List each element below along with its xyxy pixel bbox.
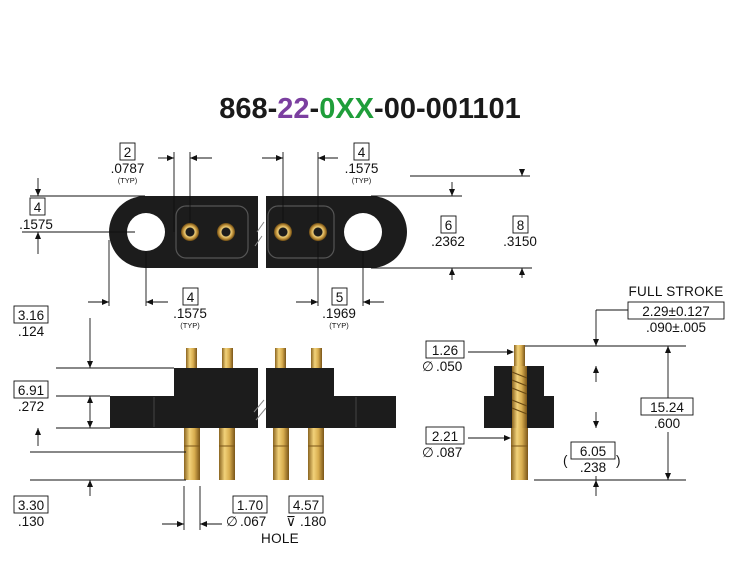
barrel-in: .087 — [436, 445, 462, 460]
last-typ: (TYP) — [329, 321, 349, 330]
body-mm: 6 — [445, 218, 453, 233]
end-typ: (TYP) — [352, 176, 372, 185]
hole-depth-in: .180 — [300, 514, 326, 529]
top-view-recess-right — [267, 205, 335, 259]
overall-mm: 8 — [517, 218, 525, 233]
ref-paren-left: ( — [563, 453, 568, 468]
part-number-prefix: 868- — [219, 93, 277, 125]
front-top-mm: 3.16 — [18, 308, 44, 323]
front-tail-mm: 3.30 — [18, 498, 44, 513]
barrel-mm: 2.21 — [432, 429, 458, 444]
pin-contact — [309, 223, 327, 241]
part-number-variant: 0XX — [319, 93, 374, 125]
break-mark — [254, 221, 265, 247]
front-top-in: .124 — [18, 324, 45, 339]
stroke-in: .090±.005 — [646, 320, 706, 335]
pin-contact — [217, 223, 235, 241]
height-mm: 4 — [34, 200, 42, 215]
full-stroke-label: FULL STROKE — [628, 284, 723, 299]
diameter-symbol: ∅ — [226, 514, 238, 529]
mounting-hole-left — [127, 213, 165, 251]
front-view: 3.16 .124 6.91 .272 3.30 .130 1.70 ∅ .06… — [13, 305, 396, 546]
plunger-mm: 1.26 — [432, 343, 458, 358]
hole-label: HOLE — [261, 531, 299, 546]
ref-mm: 6.05 — [580, 444, 606, 459]
ref-paren-right: ) — [616, 453, 621, 468]
hole-depth-mm: 4.57 — [293, 498, 319, 513]
front-body-mm: 6.91 — [18, 383, 44, 398]
front-tail-in: .130 — [18, 514, 44, 529]
body-in: .2362 — [431, 234, 465, 249]
depth-symbol: ⊽ — [286, 514, 296, 529]
height-in: .1575 — [19, 217, 53, 232]
hole-dia-mm: 1.70 — [237, 498, 263, 513]
last-mm: 5 — [336, 290, 344, 305]
pitch-typ: (TYP) — [118, 176, 138, 185]
front-upper-housing — [174, 368, 258, 398]
length-in: .600 — [654, 416, 680, 431]
last-in: .1969 — [322, 306, 356, 321]
side-view: FULL STROKE 2.29±0.127 .090±.005 15.24 .… — [422, 284, 725, 496]
hole-mm: 4 — [187, 290, 195, 305]
front-flange — [110, 396, 258, 428]
overall-in: .3150 — [503, 234, 537, 249]
hole-dia-in: .067 — [240, 514, 266, 529]
end-mm: 4 — [358, 145, 366, 160]
ref-in: .238 — [580, 460, 606, 475]
plunger-in: .050 — [436, 359, 462, 374]
pin-contact — [274, 223, 292, 241]
end-in: .1575 — [345, 161, 379, 176]
part-number-suffix: -00-001101 — [374, 93, 521, 125]
part-number-separator: - — [310, 93, 320, 125]
part-number-positions: 22 — [277, 93, 309, 125]
pitch-in: .0787 — [111, 161, 145, 176]
length-mm: 15.24 — [650, 400, 684, 415]
barrel-diameter-symbol: ∅ — [422, 445, 434, 460]
mounting-hole-right — [344, 213, 382, 251]
part-number-title: 868-22-0XX-00-001101 — [219, 93, 521, 125]
stroke-mm: 2.29±0.127 — [642, 304, 709, 319]
top-view: 2 .0787 (TYP) 4 .1575 (TYP) 4 .1575 6 .2… — [19, 142, 537, 330]
pin-contact — [181, 223, 199, 241]
front-body-in: .272 — [18, 399, 44, 414]
top-view-housing-right — [266, 196, 407, 268]
pitch-mm: 2 — [124, 145, 132, 160]
top-view-recess-left — [175, 205, 249, 259]
hole-typ: (TYP) — [180, 321, 200, 330]
plunger-diameter-symbol: ∅ — [422, 359, 434, 374]
hole-in: .1575 — [173, 306, 207, 321]
